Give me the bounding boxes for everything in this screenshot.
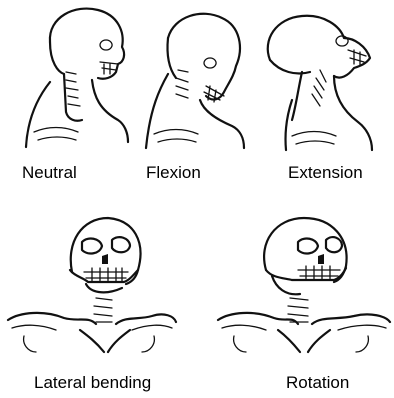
label-neutral: Neutral bbox=[22, 163, 102, 183]
label-flexion: Flexion bbox=[146, 163, 226, 183]
label-lateral-bending: Lateral bending bbox=[34, 373, 184, 393]
rotation-figure bbox=[214, 212, 392, 357]
neutral-figure bbox=[20, 2, 130, 152]
lateral-bending-illustration bbox=[4, 212, 179, 357]
rotation-illustration bbox=[214, 212, 392, 357]
label-rotation: Rotation bbox=[286, 373, 376, 393]
lateral-bending-figure bbox=[4, 212, 179, 357]
extension-illustration bbox=[262, 10, 382, 155]
flexion-illustration bbox=[140, 8, 250, 153]
flexion-figure bbox=[140, 8, 250, 153]
neutral-illustration bbox=[20, 2, 130, 152]
extension-figure bbox=[262, 10, 382, 155]
label-extension: Extension bbox=[288, 163, 388, 183]
